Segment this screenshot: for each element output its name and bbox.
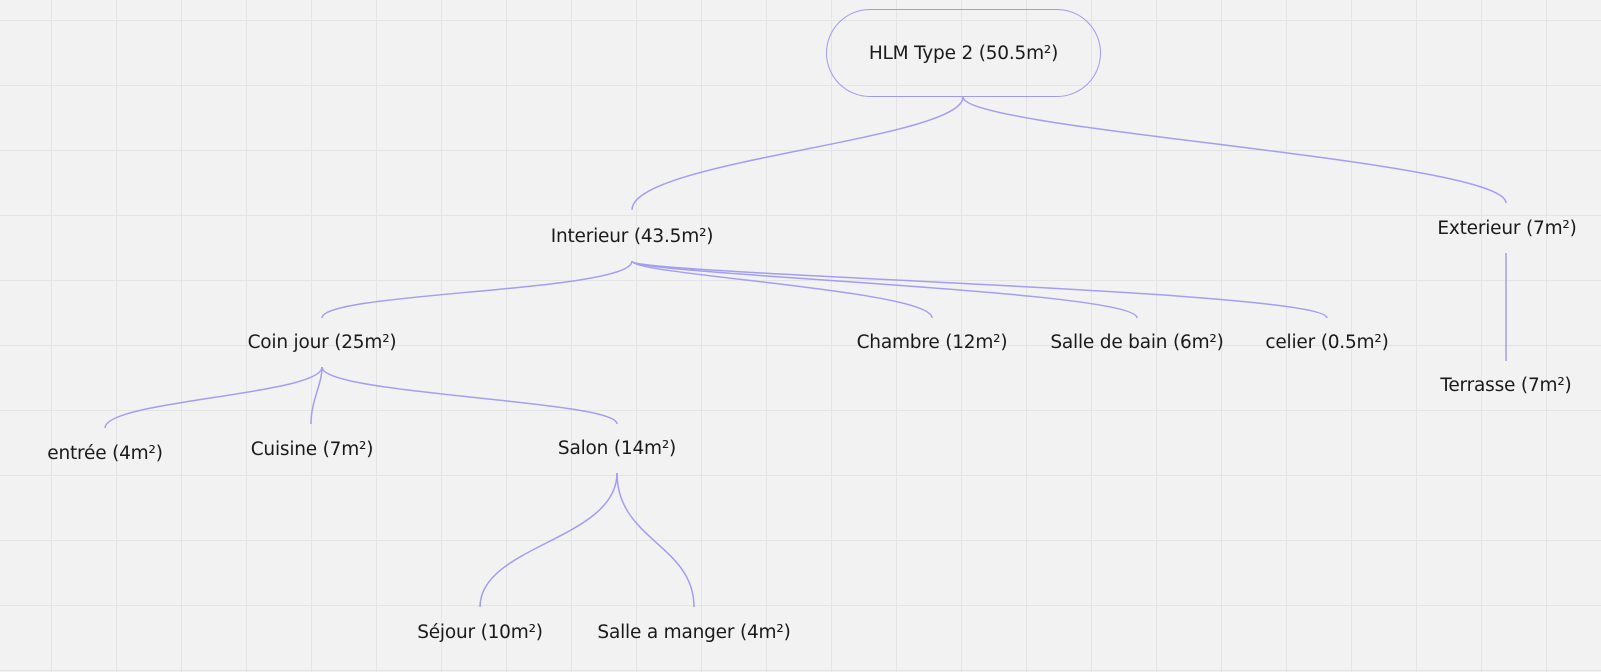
root-node[interactable]: HLM Type 2 (50.5m²) bbox=[826, 9, 1101, 97]
connector-root-exterieur bbox=[962, 96, 1507, 204]
node-exterieur[interactable]: Exterieur (7m²) bbox=[1437, 218, 1577, 239]
node-interieur[interactable]: Interieur (43.5m²) bbox=[550, 226, 714, 247]
connector-interieur-celier bbox=[631, 260, 1328, 319]
connector-interieur-chambre bbox=[631, 260, 933, 319]
connector-coin-jour-entree bbox=[104, 366, 323, 429]
connector-coin-jour-cuisine bbox=[310, 366, 323, 425]
node-salle-de-bain[interactable]: Salle de bain (6m²) bbox=[1050, 332, 1224, 353]
node-coin-jour[interactable]: Coin jour (25m²) bbox=[247, 332, 397, 353]
connector-salon-sejour bbox=[479, 472, 618, 608]
connector-interieur-coin-jour bbox=[321, 260, 633, 319]
connector-interieur-salle-de-bain bbox=[631, 260, 1138, 319]
node-terrasse[interactable]: Terrasse (7m²) bbox=[1440, 375, 1572, 396]
node-chambre[interactable]: Chambre (12m²) bbox=[856, 332, 1008, 353]
node-cuisine[interactable]: Cuisine (7m²) bbox=[250, 439, 374, 460]
node-entree[interactable]: entrée (4m²) bbox=[47, 443, 163, 464]
root-node-label: HLM Type 2 (50.5m²) bbox=[868, 42, 1059, 64]
node-sejour[interactable]: Séjour (10m²) bbox=[417, 622, 543, 643]
node-salon[interactable]: Salon (14m²) bbox=[557, 438, 677, 459]
node-celier[interactable]: celier (0.5m²) bbox=[1265, 332, 1389, 353]
connector-coin-jour-salon bbox=[321, 366, 618, 425]
node-salle-a-manger[interactable]: Salle a manger (4m²) bbox=[597, 622, 791, 643]
connector-salon-salle-a-manger bbox=[616, 472, 695, 608]
connector-root-interieur bbox=[631, 96, 964, 211]
